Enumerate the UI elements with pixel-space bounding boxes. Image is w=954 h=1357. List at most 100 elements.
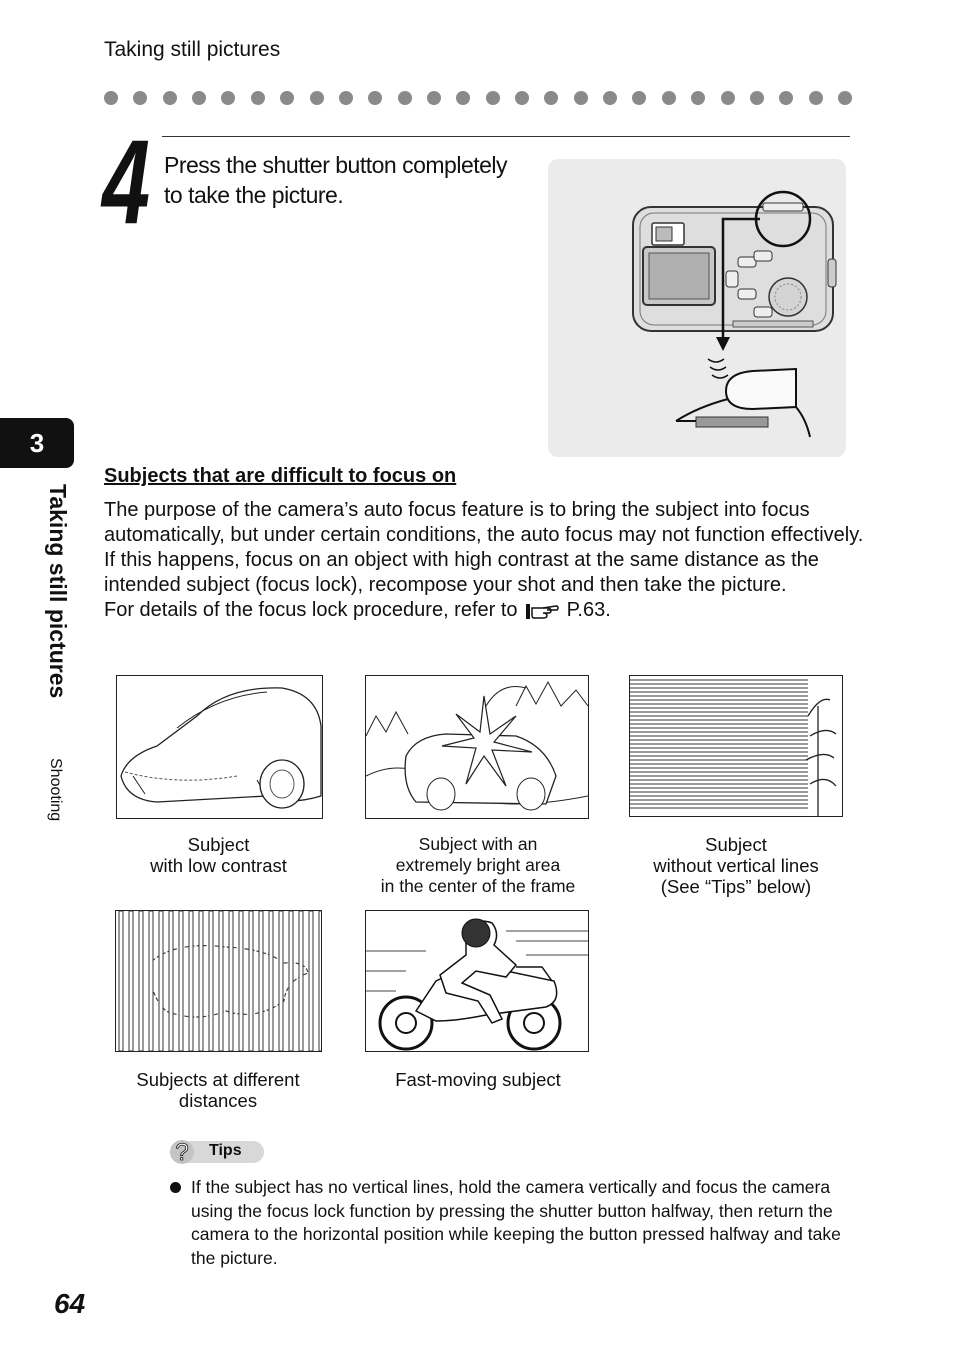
tips-list: If the subject has no vertical lines, ho…	[170, 1176, 860, 1270]
step-instruction-line2: to take the picture.	[164, 182, 344, 208]
dotted-divider	[104, 88, 852, 108]
divider-dot	[779, 91, 794, 105]
divider-dot	[808, 91, 823, 105]
bullet-icon	[170, 1182, 181, 1193]
caption-line: Fast-moving subject	[395, 1069, 561, 1090]
cage-bar	[188, 911, 194, 1051]
cage-bar	[258, 911, 264, 1051]
caption-line: distances	[178, 1090, 258, 1111]
divider-dot	[162, 91, 177, 105]
cage-bar	[268, 911, 274, 1051]
divider-dot	[192, 91, 207, 105]
reference-page: P.63.	[566, 599, 611, 621]
camera-back-icon	[632, 190, 837, 438]
divider-dot	[544, 91, 559, 105]
motorcycle-rider-icon	[366, 918, 588, 1051]
cage-bar	[228, 911, 234, 1051]
cage-bar	[178, 911, 184, 1051]
page-reference-icon	[526, 603, 559, 619]
tips-label: Tips	[209, 1142, 242, 1159]
cage-bar	[138, 911, 144, 1051]
divider-dot	[426, 91, 441, 105]
cage-bar	[148, 911, 154, 1051]
cage-bar	[158, 911, 164, 1051]
caption-line: Subject	[187, 834, 250, 855]
cage-bar	[318, 911, 321, 1051]
divider-dot	[221, 91, 236, 105]
divider-dot	[749, 91, 764, 105]
cage-bar	[298, 911, 304, 1051]
divider-dot	[603, 91, 618, 105]
car-low-contrast-icon	[120, 687, 322, 809]
divider-dot	[309, 91, 324, 105]
caption-line: with low contrast	[150, 855, 287, 876]
tiger-behind-bars-icon	[118, 911, 321, 1051]
caption-line: in the center of the frame	[380, 876, 576, 896]
cage-bar	[218, 911, 224, 1051]
example-caption: Subject with an extremely bright area in…	[360, 834, 596, 897]
tips-item: If the subject has no vertical lines, ho…	[170, 1176, 860, 1270]
caption-line: Subject	[705, 834, 767, 855]
chapter-tab[interactable]: 3	[0, 418, 74, 468]
chapter-subtitle-text: Shooting	[47, 758, 64, 822]
step-instruction-line1: Press the shutter button completely	[164, 152, 508, 178]
car-bright-flash-icon	[366, 680, 588, 811]
cage-bar	[288, 911, 294, 1051]
running-head: Taking still pictures	[104, 38, 281, 61]
caption-line: extremely bright area	[395, 855, 561, 875]
divider-dot	[515, 91, 530, 105]
divider-dot	[250, 91, 265, 105]
cage-bar	[308, 911, 314, 1051]
divider-dot	[133, 91, 148, 105]
divider-dot	[573, 91, 588, 105]
caption-line: without vertical lines	[653, 855, 819, 876]
example-image-different-distances	[115, 910, 322, 1052]
section-heading: Subjects that are difficult to focus on	[104, 465, 457, 487]
caption-line: Subjects at different	[136, 1069, 300, 1090]
section-paragraph: The purpose of the camera’s auto focus f…	[104, 499, 864, 596]
chapter-subtitle-vertical: Shooting	[46, 758, 64, 826]
divider-dot	[397, 91, 412, 105]
step-rule	[162, 136, 850, 137]
reference-line: For details of the focus lock procedure,…	[104, 598, 864, 623]
cage-bar	[198, 911, 204, 1051]
cage-bar	[248, 911, 254, 1051]
example-image-fast-moving	[365, 910, 589, 1052]
divider-dot	[456, 91, 471, 105]
svg-text:?: ?	[175, 1139, 188, 1166]
example-caption: Subjects at different distances	[112, 1069, 324, 1111]
divider-dot	[632, 91, 647, 105]
step-instruction: Press the shutter button completely to t…	[164, 150, 544, 210]
divider-dot	[837, 91, 852, 105]
tips-badge: ? Tips	[168, 1138, 266, 1171]
divider-dot	[104, 91, 118, 105]
divider-dot	[485, 91, 500, 105]
divider-dot	[661, 91, 676, 105]
cage-bar	[278, 911, 284, 1051]
chapter-title-text: Taking still pictures	[45, 484, 71, 699]
example-caption: Subject with low contrast	[116, 834, 321, 876]
cage-bar	[168, 911, 174, 1051]
example-caption: Subject without vertical lines (See “Tip…	[625, 834, 847, 897]
example-caption: Fast-moving subject	[365, 1069, 591, 1090]
divider-dot	[691, 91, 706, 105]
divider-dot	[280, 91, 295, 105]
divider-dot	[368, 91, 383, 105]
divider-dot	[720, 91, 735, 105]
example-image-low-contrast	[116, 675, 323, 819]
divider-dot	[338, 91, 353, 105]
cage-bar	[208, 911, 214, 1051]
cage-bar	[118, 911, 124, 1051]
horizontal-blinds-icon	[630, 679, 837, 816]
cage-bar	[238, 911, 244, 1051]
section-body: The purpose of the camera’s auto focus f…	[104, 498, 864, 623]
step-number: 4	[102, 115, 150, 249]
camera-illustration	[548, 159, 846, 457]
chapter-title-vertical: Taking still pictures	[44, 484, 78, 734]
caption-line: Subject with an	[418, 834, 538, 854]
tips-question-icon: ?	[170, 1139, 264, 1166]
cage-bar	[128, 911, 134, 1051]
example-image-no-vertical-lines	[629, 675, 843, 817]
reference-prefix: For details of the focus lock procedure,…	[104, 599, 518, 621]
example-image-bright-center	[365, 675, 589, 819]
